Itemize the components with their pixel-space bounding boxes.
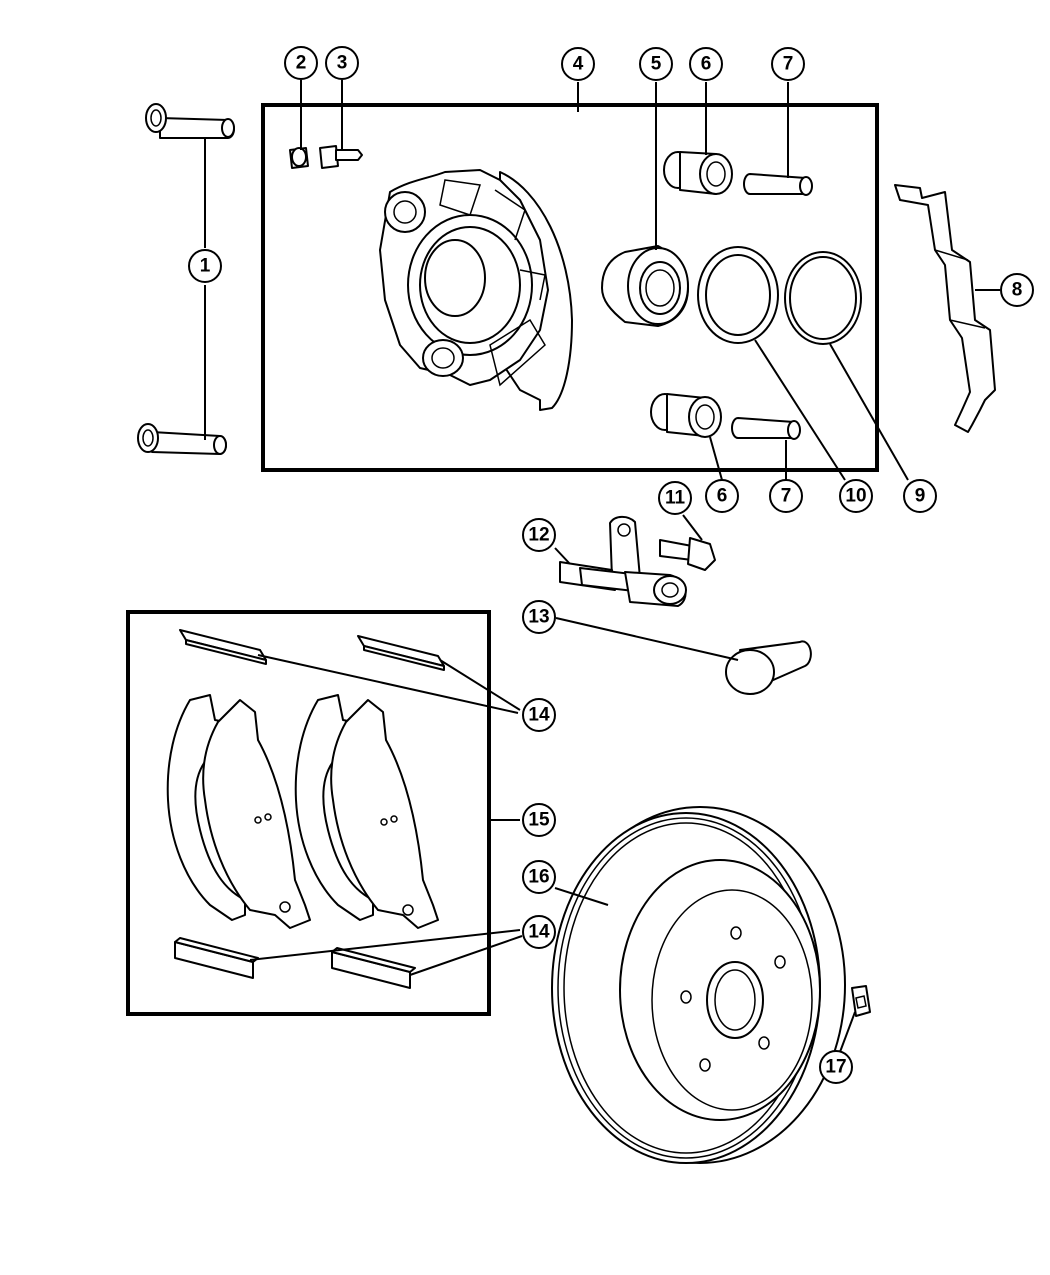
callout-6-lower: 6	[705, 479, 739, 513]
sensor-bolt	[659, 537, 716, 571]
brake-pad-left	[166, 694, 311, 929]
brake-pad-right	[294, 694, 439, 929]
brake-rotor	[551, 806, 846, 1164]
callout-label: 10	[845, 486, 866, 507]
callout-7-upper: 7	[771, 47, 805, 81]
wear-sensor	[559, 515, 687, 607]
pad-retainer-lower-right	[331, 947, 416, 989]
pad-retainer-upper-left	[179, 629, 267, 665]
pad-retainer-upper-right	[357, 635, 445, 671]
callout-label: 11	[665, 488, 686, 509]
callout-13: 13	[522, 600, 556, 634]
callout-14-upper: 14	[522, 698, 556, 732]
callout-label: 13	[528, 607, 549, 628]
callout-16: 16	[522, 860, 556, 894]
callout-8: 8	[1000, 273, 1034, 307]
callout-14-lower: 14	[522, 915, 556, 949]
callout-10: 10	[839, 479, 873, 513]
callout-6-upper: 6	[689, 47, 723, 81]
guide-pin-bushing-upper	[663, 151, 733, 195]
bleeder-screw	[319, 145, 363, 169]
callout-label: 5	[651, 54, 662, 75]
callout-5: 5	[639, 47, 673, 81]
bleeder-cap	[289, 147, 309, 169]
brake-pad-kit-frame	[126, 610, 491, 1016]
guide-pin-bushing-lower	[650, 393, 722, 438]
callout-1: 1	[188, 249, 222, 283]
callout-label: 1	[200, 256, 211, 277]
anti-rattle-clip	[894, 184, 996, 433]
callout-label: 14	[528, 705, 550, 726]
callout-label: 7	[783, 54, 794, 75]
callout-label: 6	[701, 54, 712, 75]
callout-7-lower: 7	[769, 479, 803, 513]
callout-label: 7	[781, 486, 792, 507]
piston-boot	[784, 251, 862, 345]
callout-label: 15	[528, 810, 550, 831]
callout-label: 14	[528, 922, 550, 943]
callout-label: 9	[915, 486, 926, 507]
guide-pin-bolt-upper	[145, 103, 235, 139]
piston-plug	[725, 640, 812, 695]
caliper-piston	[601, 245, 689, 327]
leader-lines	[204, 80, 1000, 1053]
callout-label: 2	[296, 53, 307, 74]
callout-3: 3	[325, 46, 359, 80]
callout-12: 12	[522, 518, 556, 552]
rotor-retainer-clip	[851, 985, 871, 1017]
callout-label: 6	[717, 486, 728, 507]
callout-label: 17	[825, 1057, 846, 1078]
caliper-kit-frame	[261, 103, 879, 472]
piston-seal	[697, 246, 779, 344]
guide-pin-bolt-lower	[137, 423, 227, 455]
callout-15: 15	[522, 803, 556, 837]
pad-retainer-lower-left	[174, 937, 259, 979]
callout-9: 9	[903, 479, 937, 513]
guide-pin-sleeve-upper	[743, 173, 813, 196]
callout-11: 11	[658, 481, 692, 515]
callout-label: 3	[337, 53, 348, 74]
guide-pin-sleeve-lower	[731, 417, 801, 440]
callout-label: 8	[1012, 280, 1023, 301]
callout-4: 4	[561, 47, 595, 81]
callout-2: 2	[284, 46, 318, 80]
callout-label: 16	[528, 867, 549, 888]
callout-17: 17	[819, 1050, 853, 1084]
caliper-housing	[379, 169, 573, 411]
callout-label: 4	[573, 54, 584, 75]
callout-label: 12	[528, 525, 549, 546]
